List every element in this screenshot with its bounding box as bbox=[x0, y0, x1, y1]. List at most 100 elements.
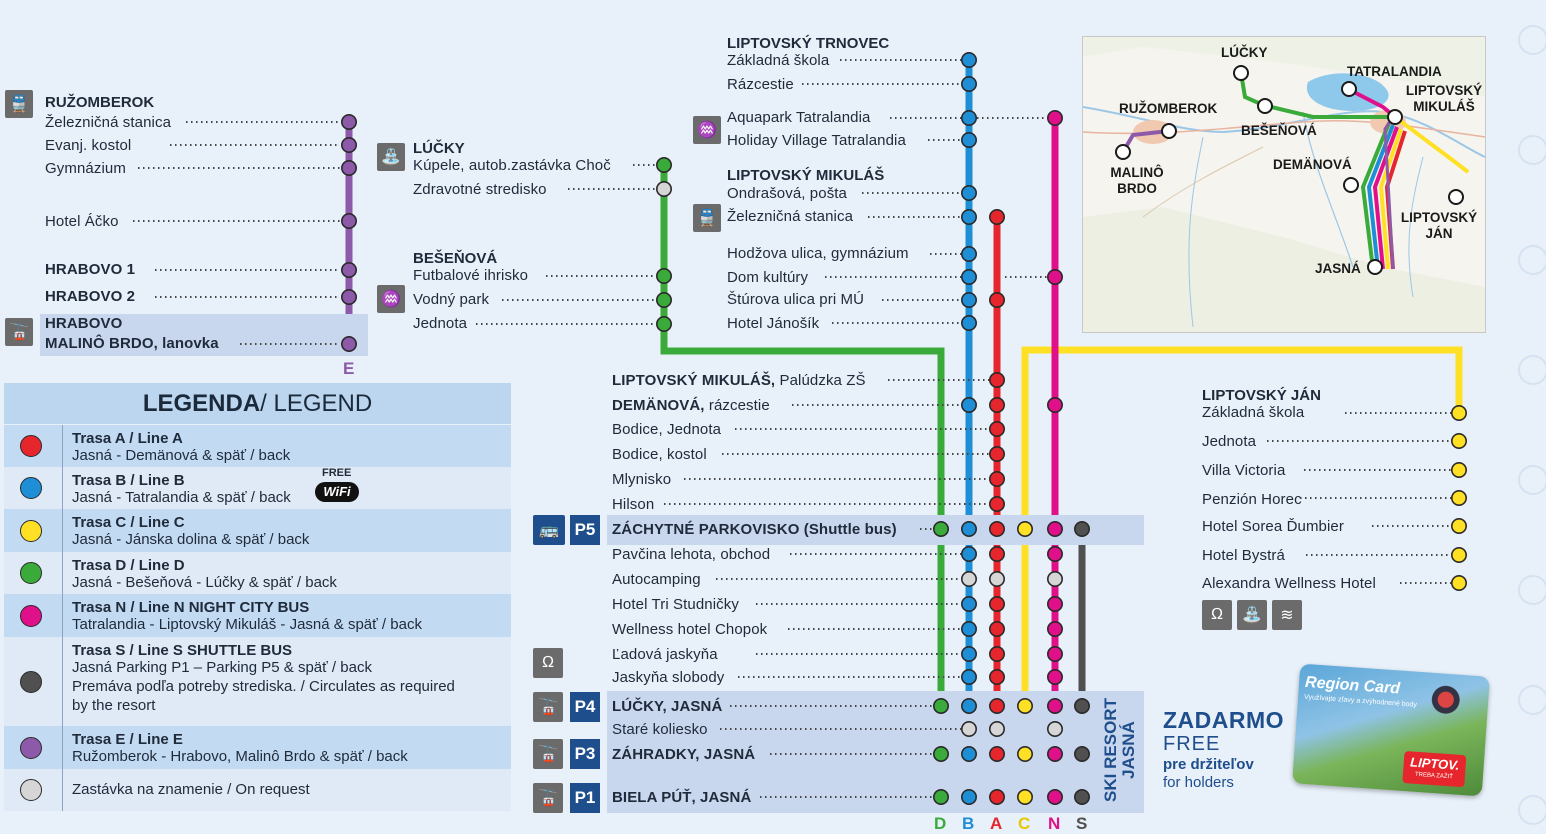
station-dot-b bbox=[960, 132, 977, 149]
station-dot-b bbox=[960, 246, 977, 263]
station-dot-b bbox=[960, 745, 977, 762]
legend-line-title: Trasa S / Line S SHUTTLE BUS bbox=[72, 642, 293, 659]
station-dot-n bbox=[1047, 545, 1064, 562]
legend-line-title: Trasa D / Line D bbox=[72, 557, 185, 574]
station-dot-request bbox=[960, 570, 977, 587]
map-label-besenova: BEŠEŇOVÁ bbox=[1241, 123, 1317, 138]
stop-jan-zakladna-skola: Základná škola bbox=[1202, 404, 1305, 421]
legend-line-desc: Jasná - Bešeňová - Lúčky & späť / back bbox=[72, 574, 337, 591]
stop-hilson: Hilson bbox=[612, 496, 655, 513]
stop-biela-put-jasna: BIELA PÚŤ, JASNÁ bbox=[612, 789, 752, 806]
stop-alexandra-wellness: Alexandra Wellness Hotel bbox=[1202, 575, 1376, 592]
station-dot-n bbox=[1047, 668, 1064, 685]
stop-lm-zel-stanica: Železničná stanica bbox=[727, 208, 854, 225]
station-dot-b bbox=[960, 185, 977, 202]
legend-divider bbox=[62, 594, 63, 637]
station-dot-c bbox=[1451, 517, 1468, 534]
station-dot-b bbox=[960, 76, 977, 93]
legend-line-desc: Jasná Parking P1 – Parking P5 & späť / b… bbox=[72, 659, 372, 676]
stop-malino-brdo-lanovka: MALINÔ BRDO, lanovka bbox=[45, 335, 219, 352]
station-dot-s bbox=[1074, 788, 1091, 805]
station-dot-d bbox=[655, 315, 672, 332]
map-label-ruzomberok: RUŽOMBEROK bbox=[1119, 101, 1218, 116]
stop-aquapark-tatralandia: Aquapark Tatralandia bbox=[727, 109, 871, 126]
stop-hrabovo: HRABOVO bbox=[45, 315, 123, 332]
station-dot-a bbox=[988, 595, 1005, 612]
station-dot-d bbox=[932, 745, 949, 762]
legend-divider bbox=[62, 637, 63, 726]
mikulas-title: LIPTOVSKÝ MIKULÁŠ bbox=[727, 167, 885, 184]
swimming-pool-icon: ≋ bbox=[1272, 600, 1302, 630]
stop-hrabovo-2: HRABOVO 2 bbox=[45, 288, 136, 305]
legend-line-title: Trasa A / Line A bbox=[72, 430, 183, 447]
station-dot-request bbox=[655, 181, 672, 198]
legend-color-dot bbox=[20, 670, 42, 693]
promo-pre-drzitelov: pre držiteľov bbox=[1163, 756, 1254, 773]
station-dot-b bbox=[960, 291, 977, 308]
stop-hotel-acko: Hotel Áčko bbox=[45, 213, 119, 230]
station-dot-s bbox=[1074, 745, 1091, 762]
train-icon-mikulas: 🚆 bbox=[693, 204, 721, 232]
station-dot-b bbox=[960, 697, 977, 714]
stop-hotel-janosik: Hotel Jánošík bbox=[727, 315, 820, 332]
cable-car-icon: 🚡 bbox=[5, 318, 33, 346]
station-dot-c bbox=[1451, 546, 1468, 563]
station-dot-a bbox=[988, 520, 1005, 537]
station-dot-request bbox=[960, 720, 977, 737]
station-dot-a bbox=[988, 371, 1005, 388]
station-dot-n bbox=[1047, 520, 1064, 537]
station-dot-n bbox=[1047, 110, 1064, 127]
map-label-demanova: DEMÄNOVÁ bbox=[1273, 157, 1352, 172]
legend-line-title: Trasa N / Line N NIGHT CITY BUS bbox=[72, 599, 310, 616]
station-dot-n bbox=[1047, 620, 1064, 637]
station-dot-b bbox=[960, 314, 977, 331]
cable-car-icon-p3: 🚡 bbox=[533, 739, 563, 769]
stop-holiday-village: Holiday Village Tatralandia bbox=[727, 132, 906, 149]
stop-tri-studnicky: Hotel Tri Studničky bbox=[612, 596, 739, 613]
ruzomberok-title: RUŽOMBEROK bbox=[45, 94, 155, 111]
station-dot-d bbox=[932, 697, 949, 714]
legend-color-dot bbox=[20, 519, 42, 542]
station-dot-n bbox=[1047, 595, 1064, 612]
station-dot-n bbox=[1047, 268, 1064, 285]
stop-jan-jednota: Jednota bbox=[1202, 433, 1257, 450]
parking-badge-p5: P5 bbox=[570, 515, 600, 545]
stop-zdravotne-stredisko: Zdravotné stredisko bbox=[413, 181, 547, 198]
station-dot-a bbox=[988, 420, 1005, 437]
cave-icon: Ω bbox=[533, 648, 563, 678]
train-icon: 🚆 bbox=[5, 90, 33, 118]
snowflake-decoration bbox=[1518, 25, 1546, 825]
station-dot-a bbox=[988, 788, 1005, 805]
legend-divider bbox=[62, 552, 63, 594]
legend-title: LEGENDA / LEGEND bbox=[4, 383, 511, 424]
stop-ondrasova-posta: Ondrašová, pošta bbox=[727, 185, 848, 202]
lucky-title: LÚČKY bbox=[413, 140, 465, 157]
station-dot-request bbox=[1047, 570, 1064, 587]
station-dot-c bbox=[1451, 432, 1468, 449]
map-label-tatralandia: TATRALANDIA bbox=[1347, 64, 1442, 79]
station-dot-c bbox=[1016, 520, 1033, 537]
bus-icon: 🚌 bbox=[533, 515, 565, 545]
station-dot-b bbox=[960, 396, 977, 413]
station-dot-d bbox=[655, 157, 672, 174]
station-dot-e bbox=[340, 288, 357, 305]
stop-evanj-kostol: Evanj. kostol bbox=[45, 137, 132, 154]
skier-image bbox=[1416, 679, 1475, 729]
station-dot-request bbox=[988, 720, 1005, 737]
stop-trnovec-razcestie: Rázcestie bbox=[727, 76, 794, 93]
station-dot-d bbox=[932, 788, 949, 805]
stop-hotel-bystra: Hotel Bystrá bbox=[1202, 547, 1285, 564]
stop-hrabovo-1: HRABOVO 1 bbox=[45, 261, 136, 278]
station-dot-a bbox=[988, 745, 1005, 762]
station-dot-b bbox=[960, 209, 977, 226]
stop-demanova-razcestie: DEMÄNOVÁ, rázcestie bbox=[612, 397, 770, 414]
region-card: Region Card Využívajte zľavy a zvýhodnen… bbox=[1292, 663, 1490, 797]
liptov-logo: LIPTOV. TREBA ZAŽIŤ bbox=[1402, 750, 1467, 788]
stop-hodzova-ulica: Hodžova ulica, gymnázium bbox=[727, 245, 909, 262]
line-label-n: N bbox=[1048, 814, 1061, 833]
stop-lucky-jasna: LÚČKY, JASNÁ bbox=[612, 698, 723, 715]
